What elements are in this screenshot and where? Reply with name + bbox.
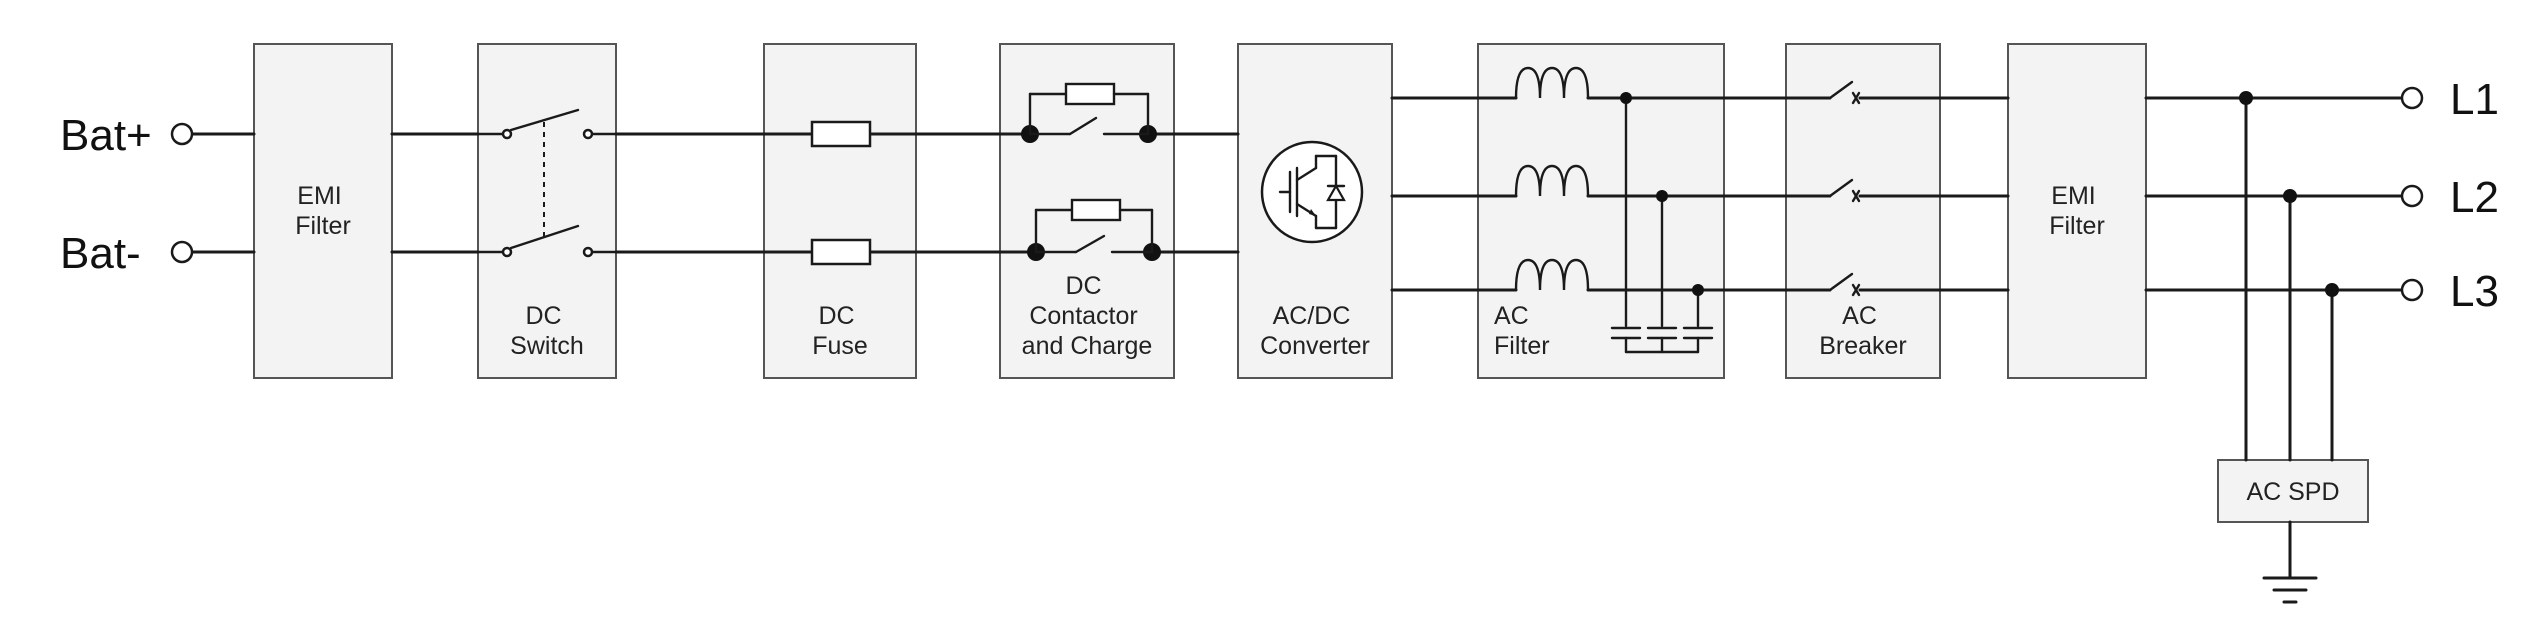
ac-filter-label: AC Filter — [1494, 302, 1550, 360]
dc-contactor-label: DC Contactor and Charge — [1022, 272, 1153, 360]
ac-filter-block — [1477, 43, 1725, 379]
igbt-icon — [1260, 140, 1364, 244]
ground-icon — [2262, 576, 2318, 604]
dc-fuse-label: DC Fuse — [812, 302, 868, 360]
acdc-converter-label: AC/DC Converter — [1260, 302, 1370, 360]
l3-terminal — [2400, 278, 2424, 302]
bat-pos-terminal — [170, 122, 194, 146]
bat-neg-terminal — [170, 240, 194, 264]
ac-spd-label: AC SPD — [2246, 478, 2339, 506]
breaker-icon — [1828, 80, 1861, 297]
dc-switch-symbol — [476, 108, 618, 258]
ac-spd-block — [2217, 459, 2369, 523]
dc-wiring — [190, 132, 1240, 254]
dc-fuse-block — [763, 43, 917, 379]
dc-switch-label: DC Switch — [510, 302, 584, 360]
dc-switch-block — [477, 43, 617, 379]
bat-pos-label: Bat+ — [60, 111, 152, 160]
l3-label: L3 — [2450, 267, 2499, 316]
ac-wiring — [1390, 96, 2404, 292]
bat-neg-label: Bat- — [60, 229, 141, 278]
l1-terminal — [2400, 86, 2424, 110]
ac-breaker-block — [1785, 43, 1941, 379]
emi-filter-dc-label: EMI Filter — [295, 182, 351, 240]
spd-wiring — [2239, 91, 2339, 580]
dc-contactor-symbol — [1021, 82, 1161, 261]
ac-breaker-label: AC Breaker — [1819, 302, 1907, 360]
dc-fuse-symbol — [810, 120, 872, 266]
emi-filter-ac-label: EMI Filter — [2049, 182, 2105, 240]
l2-terminal — [2400, 184, 2424, 208]
l2-label: L2 — [2450, 173, 2499, 222]
capacitor-icon — [1610, 92, 1714, 354]
emi-filter-dc-block — [253, 43, 393, 379]
l1-label: L1 — [2450, 75, 2499, 124]
inductor-icon — [1514, 66, 1590, 292]
emi-filter-ac-block — [2007, 43, 2147, 379]
